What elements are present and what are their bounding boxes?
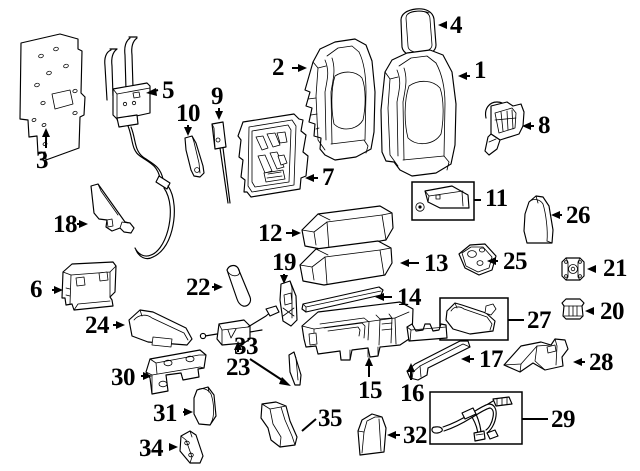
callout-label-25: 25 [503,248,528,275]
callout-label-4: 4 [450,12,463,39]
callout-label-33: 33 [234,333,259,360]
part-26-shape [523,195,554,244]
part-6-shape [61,261,117,311]
callout-label-20: 20 [600,298,625,325]
part-9-shape [211,121,231,204]
part-35-shape [260,401,298,448]
callout-label-9: 9 [211,83,224,110]
callout-label-27: 27 [527,307,552,334]
callout-label-35: 35 [318,405,343,432]
part-20-shape [561,298,585,320]
callout-label-13: 13 [424,250,449,277]
part-15-shape [301,301,414,361]
part-5-shape [104,36,175,260]
callout-label-12: 12 [258,220,283,247]
callout-label-11: 11 [485,185,508,212]
callout-label-34: 34 [139,435,164,462]
part-34-shape [179,430,204,464]
callout-label-28: 28 [589,349,614,376]
part-32-shape [357,413,387,456]
callout-label-8: 8 [538,112,551,139]
callout-label-31: 31 [153,400,178,427]
part-23-shape [199,305,280,346]
callout-label-16: 16 [400,380,425,407]
part-28-shape [503,338,569,373]
callout-label-2: 2 [272,54,285,81]
callout-label-21: 21 [603,255,628,282]
callout-label-1: 1 [474,57,487,84]
callout-label-22: 22 [186,274,211,301]
part-16-shape [406,323,448,342]
callout-label-24: 24 [85,312,110,339]
callout-label-19: 19 [272,249,297,276]
part-27-boxed-detail [439,297,509,341]
part-17-shape [406,340,471,381]
part-8-shape [484,101,525,156]
callout-label-30: 30 [111,364,136,391]
callout-label-29: 29 [551,406,576,433]
part-30-shape [145,349,207,395]
callout-label-18: 18 [53,211,78,238]
callout-label-5: 5 [162,77,175,104]
part-25-shape [458,243,497,276]
callout-label-14: 14 [397,284,422,311]
callout-label-7: 7 [322,164,335,191]
part-22-shape [226,264,252,307]
callout-label-3: 3 [36,147,49,174]
part-21-shape [561,257,585,281]
callout-label-15: 15 [358,377,383,404]
leader-lines [42,21,596,451]
callout-label-6: 6 [30,276,43,303]
part-13-shape [299,240,393,286]
part-29-boxed-detail [429,391,523,445]
part-31-shape [193,386,217,426]
part-3-shape [19,33,86,161]
part-7-shape [237,113,309,198]
part-19-shape [279,280,298,327]
part-11-boxed-detail [411,181,475,221]
part-1-shape [380,49,457,177]
callout-label-26: 26 [566,202,591,229]
callout-label-23: 23 [226,354,251,381]
callout-label-10: 10 [176,100,201,127]
callout-label-17: 17 [479,346,504,373]
part-24-shape [128,309,193,348]
part-2-shape [304,38,376,161]
callout-label-32: 32 [403,422,428,449]
part-12-shape [301,205,394,251]
part-18-shape [90,183,135,234]
part-10-shape [184,135,205,178]
part-33-shape [288,351,302,386]
